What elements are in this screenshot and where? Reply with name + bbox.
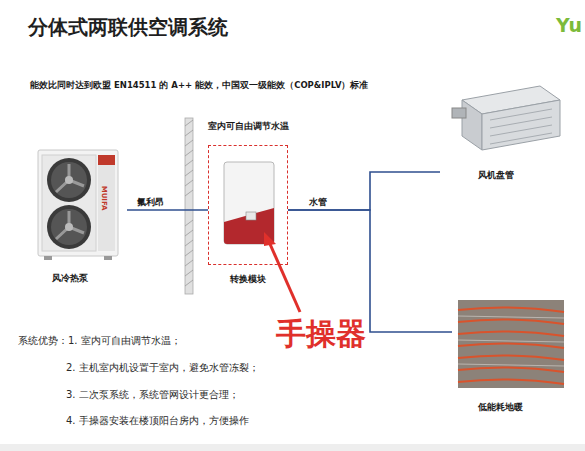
advantage-item: 4. 手操器安装在楼顶阳台房内，方便操作 bbox=[66, 414, 249, 428]
floor-heating-illustration bbox=[458, 300, 564, 388]
wall-unit-illustration bbox=[224, 162, 274, 244]
heat-pump-node: 风冷热泵 bbox=[32, 145, 127, 285]
conversion-module-box: 室内可自由调节水温转换模块 bbox=[208, 145, 288, 265]
advantage-item: 2. 主机室内机设置于室内，避免水管冻裂； bbox=[66, 361, 259, 375]
node-label: 低能耗地暖 bbox=[478, 401, 523, 414]
node-sublabel: 转换模块 bbox=[230, 273, 266, 286]
floor-heating-node: 低能耗地暖 bbox=[452, 298, 567, 414]
logo-text: Yu bbox=[556, 14, 582, 36]
heat-pump-illustration bbox=[38, 150, 118, 260]
pipe-line bbox=[288, 210, 452, 332]
advantage-item: 系统优势：1. 室内可自由调节水温； bbox=[18, 334, 181, 348]
pipe-line bbox=[127, 209, 208, 211]
pipe-connector bbox=[288, 210, 452, 332]
edge-label: 水管 bbox=[307, 196, 329, 209]
fan-coil-illustration bbox=[452, 86, 560, 150]
node-label: 风机盘管 bbox=[478, 169, 514, 182]
node-label: 室内可自由调节水温 bbox=[208, 120, 289, 133]
brand-mark: MUIFA bbox=[100, 186, 108, 211]
edge-label: 氟利昂 bbox=[135, 196, 166, 209]
callout-label: 手操器 bbox=[276, 314, 366, 355]
node-label: 风冷热泵 bbox=[52, 272, 88, 285]
subtitle-note: 能效比同时达到欧盟 EN14511 的 A++ 能效，中国双一级能效（COP&I… bbox=[30, 80, 368, 92]
pipe-connector bbox=[127, 210, 208, 211]
bottom-band bbox=[0, 444, 585, 451]
pipe-line bbox=[288, 172, 440, 210]
title: 分体式两联供空调系统 bbox=[28, 14, 228, 41]
wall bbox=[185, 118, 193, 294]
fan-coil-node: 风机盘管 bbox=[440, 82, 565, 182]
advantage-item: 3. 二次泵系统，系统管网设计更合理； bbox=[66, 388, 239, 402]
callout-arrow bbox=[264, 232, 300, 312]
pipe-connector bbox=[288, 172, 440, 210]
